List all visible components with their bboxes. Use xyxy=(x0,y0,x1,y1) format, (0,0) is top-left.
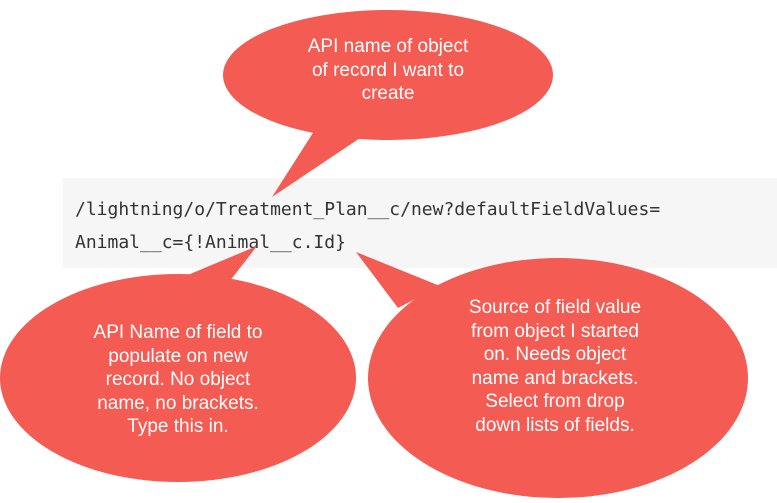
left-callout-line: API Name of field to xyxy=(93,322,263,343)
right-callout-line: Source of field value xyxy=(468,297,642,318)
left-callout-line: Type this in. xyxy=(127,416,229,437)
right-callout-shape xyxy=(356,252,748,498)
top-callout-shape xyxy=(223,10,553,197)
code-line-1: /lightning/o/Treatment_Plan__c/new?defau… xyxy=(75,199,661,220)
top-callout-line: API name of object xyxy=(307,36,469,57)
right-callout-text: Source of field value from object I star… xyxy=(420,296,690,437)
right-callout-line: down lists of fields. xyxy=(475,414,635,436)
right-callout-line: Select from drop xyxy=(485,391,625,412)
code-line-2: Animal__c={!Animal__c.Id} xyxy=(75,232,346,253)
top-callout-text: API name of object of record I want to c… xyxy=(263,35,513,106)
left-callout-line: name, no brackets. xyxy=(97,392,259,414)
left-callout-line: record. No object xyxy=(105,369,251,390)
right-callout-line: on. Needs object xyxy=(483,344,627,365)
right-callout-line: from object I started xyxy=(471,320,639,342)
left-callout-shape xyxy=(0,246,356,482)
top-callout-line: of record I want to xyxy=(311,59,465,81)
left-callout-line: populate on new xyxy=(108,345,248,367)
code-block xyxy=(63,178,777,268)
right-callout-line: name and brackets. xyxy=(471,367,639,389)
top-callout-line: create xyxy=(361,83,415,104)
left-callout-text: API Name of field to populate on new rec… xyxy=(58,321,298,439)
